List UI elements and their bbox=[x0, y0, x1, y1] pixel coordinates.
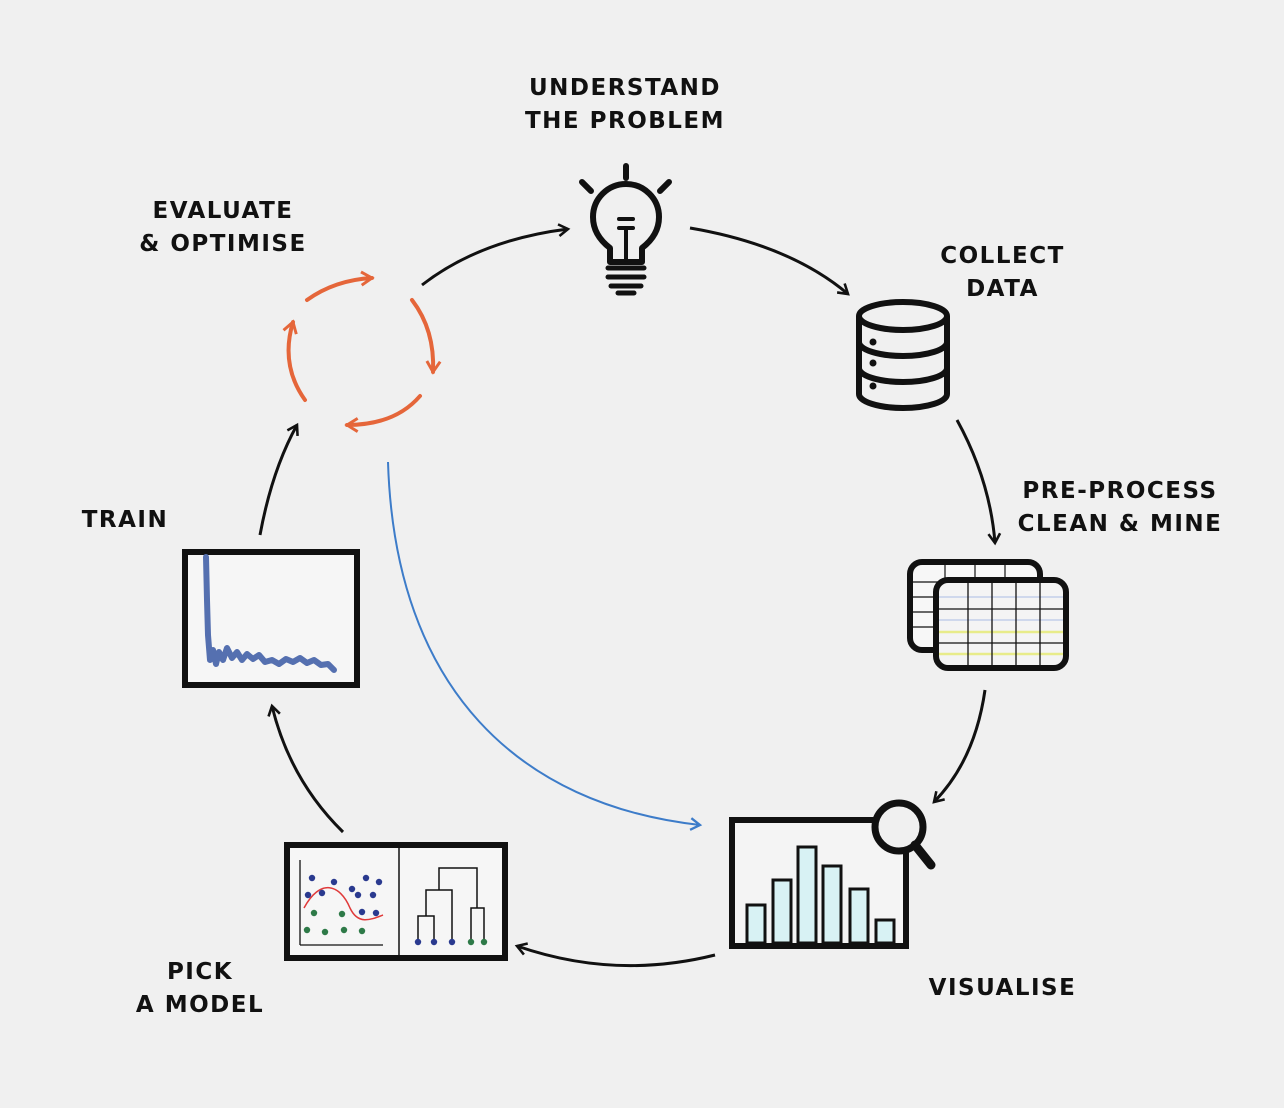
scatter-point bbox=[354, 891, 362, 899]
scatter-point bbox=[358, 927, 366, 935]
label-line: UNDERSTAND bbox=[528, 75, 722, 101]
arrow-collect-to-preprocess bbox=[955, 419, 1002, 546]
scatter-point bbox=[303, 926, 311, 934]
label-train: TRAIN bbox=[70, 504, 180, 537]
loss-curve-icon bbox=[182, 549, 360, 688]
lightbulb-icon bbox=[579, 163, 672, 296]
arrow-train-to-evaluate bbox=[258, 422, 299, 536]
label-line: CLEAN & MINE bbox=[1017, 511, 1223, 537]
scatter-point bbox=[348, 885, 356, 893]
scatter-point bbox=[318, 889, 326, 897]
label-line: PRE-PROCESS bbox=[1022, 478, 1218, 504]
chart-bar bbox=[796, 845, 818, 945]
label-line: VISUALISE bbox=[928, 975, 1077, 1001]
cycle-arrows-icon bbox=[282, 270, 442, 433]
feedback-arrow-evaluate-to-visualise bbox=[387, 461, 703, 831]
arrow-preprocess-to-visualise bbox=[932, 689, 987, 804]
label-line: THE PROBLEM bbox=[524, 108, 726, 134]
bar-chart-magnifier-icon bbox=[729, 799, 936, 949]
scatter-dendrogram-icon bbox=[284, 842, 508, 961]
label-line: PICK bbox=[166, 959, 234, 985]
scatter-point bbox=[308, 874, 316, 882]
label-evaluate-optimise: EVALUATE & OPTIMISE bbox=[118, 195, 328, 261]
label-line: A MODEL bbox=[135, 992, 265, 1018]
scatter-point bbox=[321, 928, 329, 936]
scatter-point bbox=[310, 909, 318, 917]
label-line: & OPTIMISE bbox=[139, 231, 307, 257]
scatter-point bbox=[369, 891, 377, 899]
cycle-arrows bbox=[258, 223, 1002, 968]
label-understand-the-problem: UNDERSTAND THE PROBLEM bbox=[500, 72, 750, 138]
label-line: DATA bbox=[966, 276, 1039, 302]
label-line: EVALUATE bbox=[152, 198, 294, 224]
spreadsheet-icon bbox=[907, 559, 1069, 671]
chart-bar bbox=[821, 864, 843, 945]
scatter-point bbox=[358, 908, 366, 916]
chart-bars bbox=[745, 845, 896, 945]
chart-bar bbox=[745, 903, 767, 945]
scatter-point bbox=[338, 910, 346, 918]
label-collect-data: COLLECT DATA bbox=[910, 240, 1095, 306]
label-line: TRAIN bbox=[81, 507, 169, 533]
scatter-point bbox=[375, 878, 383, 886]
scatter-point bbox=[362, 874, 370, 882]
chart-bar bbox=[771, 878, 793, 945]
scatter-point bbox=[372, 909, 380, 917]
label-preprocess-clean-mine: PRE-PROCESS CLEAN & MINE bbox=[1010, 475, 1230, 541]
arrow-visualise-to-model bbox=[514, 942, 716, 968]
scatter-point bbox=[330, 878, 338, 886]
arrow-evaluate-to-understand bbox=[421, 223, 571, 287]
label-line: COLLECT bbox=[940, 243, 1065, 269]
database-icon bbox=[856, 299, 950, 411]
chart-bar bbox=[874, 918, 896, 945]
arrow-understand-to-collect bbox=[689, 226, 850, 296]
label-visualise: VISUALISE bbox=[915, 972, 1090, 1005]
label-pick-a-model: PICK A MODEL bbox=[110, 956, 290, 1022]
scatter-points bbox=[303, 874, 383, 936]
scatter-point bbox=[304, 891, 312, 899]
chart-bar bbox=[848, 887, 870, 945]
arrow-model-to-train bbox=[267, 703, 345, 834]
scatter-point bbox=[340, 926, 348, 934]
